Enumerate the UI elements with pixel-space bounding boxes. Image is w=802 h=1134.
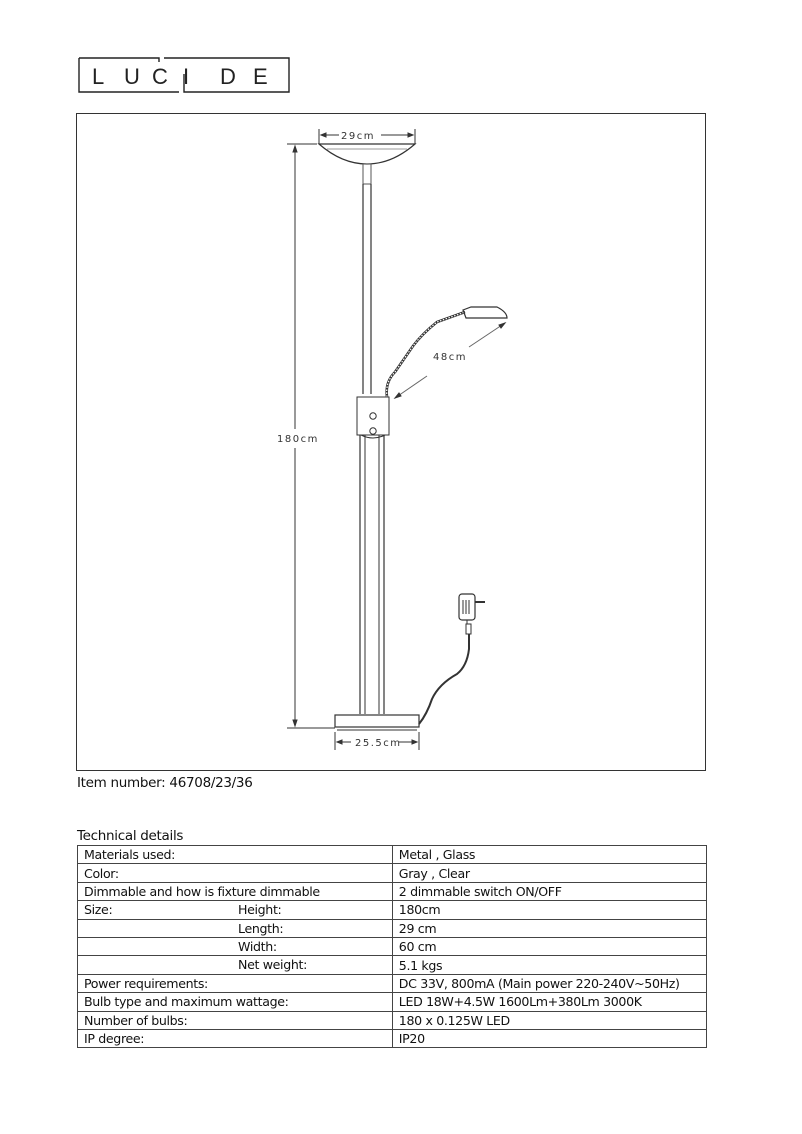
label-text: Number of bulbs: bbox=[84, 1012, 188, 1028]
row-label: Width: bbox=[77, 936, 393, 957]
lucide-logo: L U C I D E bbox=[78, 57, 290, 93]
dim-top-width: 29cm bbox=[341, 131, 375, 142]
sub-label: Length: bbox=[238, 920, 284, 936]
row-label: Bulb type and maximum wattage: bbox=[77, 992, 393, 1012]
dim-height: 180cm bbox=[277, 434, 319, 445]
label-text: Bulb type and maximum wattage: bbox=[84, 994, 289, 1010]
row-label: Number of bulbs: bbox=[77, 1010, 393, 1030]
sub-label: Height: bbox=[238, 902, 282, 918]
technical-details-title: Technical details bbox=[77, 828, 184, 844]
row-label: Dimmable and how is fixture dimmable bbox=[77, 881, 393, 902]
dim-base-width: 25.5cm bbox=[355, 738, 402, 749]
row-value: Gray , Clear bbox=[391, 863, 708, 883]
logo-letter: U bbox=[124, 64, 140, 89]
table-row: Bulb type and maximum wattage: LED 18W+4… bbox=[77, 992, 708, 1012]
drawing-frame: 29cm 48cm 180cm 25.5cm bbox=[76, 113, 706, 771]
label-text: Color: bbox=[84, 865, 119, 881]
table-row: Materials used: Metal , Glass bbox=[77, 844, 708, 865]
logo-letter: E bbox=[253, 64, 268, 89]
logo-letter: C bbox=[152, 64, 168, 89]
row-value: LED 18W+4.5W 1600Lm+380Lm 3000K bbox=[391, 992, 708, 1012]
table-row: Color: Gray , Clear bbox=[77, 863, 708, 883]
item-number: Item number: 46708/23/36 bbox=[77, 775, 253, 791]
label-text: Size: bbox=[84, 902, 113, 918]
sub-label: Net weight: bbox=[238, 957, 307, 973]
label-text: Materials used: bbox=[84, 847, 176, 863]
row-value: 5.1 kgs bbox=[391, 955, 708, 975]
row-label: Power requirements: bbox=[77, 973, 393, 994]
table-row: Number of bulbs: 180 x 0.125W LED bbox=[77, 1010, 708, 1030]
table-row: Power requirements: DC 33V, 800mA (Main … bbox=[77, 973, 708, 994]
table-row: IP degree: IP20 bbox=[77, 1028, 708, 1049]
row-value: 29 cm bbox=[391, 918, 708, 938]
row-value: Metal , Glass bbox=[391, 844, 708, 865]
sub-label: Width: bbox=[238, 938, 277, 954]
label-text: Dimmable and how is fixture dimmable bbox=[84, 883, 320, 899]
row-value: IP20 bbox=[391, 1028, 708, 1049]
logo-letter: D bbox=[220, 64, 236, 89]
logo-letter: L bbox=[92, 64, 104, 89]
technical-details-table: Materials used: Metal , Glass Color: Gra… bbox=[77, 844, 708, 1049]
table-row: Size: Height: 180cm bbox=[77, 900, 708, 920]
table-row: Length: 29 cm bbox=[77, 918, 708, 938]
row-value: 180 x 0.125W LED bbox=[391, 1010, 708, 1030]
row-label: Materials used: bbox=[77, 844, 393, 865]
dim-arm-length: 48cm bbox=[433, 352, 467, 363]
logo-letter: I bbox=[183, 64, 189, 89]
table-row: Net weight: 5.1 kgs bbox=[77, 955, 708, 975]
row-value: 180cm bbox=[391, 900, 708, 920]
row-label: Size: Height: bbox=[77, 900, 393, 920]
row-value: DC 33V, 800mA (Main power 220-240V~50Hz) bbox=[391, 973, 708, 994]
row-label: Net weight: bbox=[77, 955, 393, 975]
row-label: IP degree: bbox=[77, 1028, 393, 1049]
row-value: 2 dimmable switch ON/OFF bbox=[391, 881, 708, 902]
label-text: IP degree: bbox=[84, 1031, 145, 1047]
table-row: Width: 60 cm bbox=[77, 936, 708, 957]
table-row: Dimmable and how is fixture dimmable 2 d… bbox=[77, 881, 708, 902]
row-label: Length: bbox=[77, 918, 393, 938]
floor-lamp-drawing: 29cm 48cm 180cm 25.5cm bbox=[277, 129, 508, 750]
row-label: Color: bbox=[77, 863, 393, 883]
row-value: 60 cm bbox=[391, 936, 708, 957]
label-text: Power requirements: bbox=[84, 975, 208, 991]
